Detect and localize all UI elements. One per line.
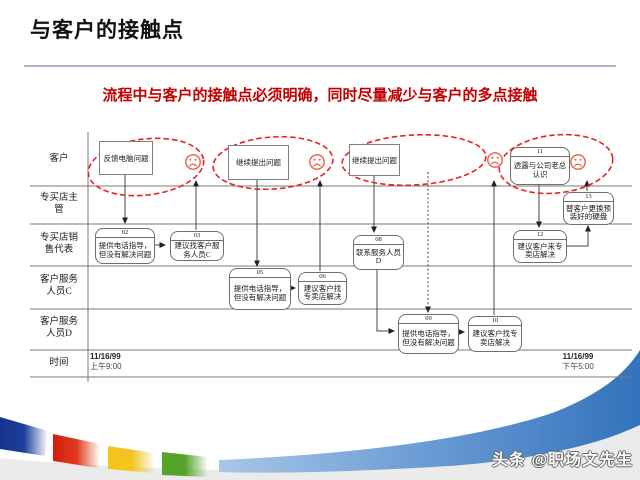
watermark: 头条 @职场文先生	[492, 452, 634, 469]
decor-bar-yellow	[108, 446, 155, 473]
process-box-feedback-computer-problem: 反馈电脑问题	[99, 141, 153, 175]
process-box-number: 09	[399, 315, 458, 324]
decor-bar-red	[53, 434, 100, 468]
process-box-number: 05	[230, 269, 290, 278]
process-box-number: 11	[511, 148, 569, 157]
process-box-06: 06 建议客户找专卖店解决	[298, 272, 347, 305]
sad-face-icon	[185, 154, 201, 170]
process-box-12: 12 建议客户来专卖店解决	[513, 230, 567, 263]
process-box-label: 替客户更换预装好的硬盘	[566, 203, 611, 221]
process-box-label: 建议客户来专卖店解决	[517, 241, 563, 259]
footer-gray-area	[0, 425, 640, 480]
lane-label-store-sales-rep: 专买店销售代表	[39, 233, 78, 255]
process-box-label: 联系服务人员D	[356, 247, 401, 265]
process-box-label: 反馈电脑问题	[103, 153, 149, 163]
process-box-label: 提供电话指导，但没有解决问题	[98, 241, 152, 259]
process-box-label: 建议客户找专卖店解决	[303, 283, 342, 301]
process-box-number: 12	[514, 231, 566, 240]
process-box-05: 05 提供电话指导，但没有解决问题	[229, 268, 291, 310]
process-box-label: 透露与公司老总认识	[513, 161, 567, 179]
time-start-clock: 上午9:00	[90, 362, 122, 371]
process-box-number: 02	[96, 229, 154, 238]
time-start: 11/16/99 上午9:00	[90, 352, 122, 372]
title-divider	[24, 65, 616, 67]
process-box-label: 建议客户找专卖店解决	[472, 329, 518, 347]
sad-face-icon	[309, 154, 325, 170]
sad-face-icon	[487, 152, 503, 168]
process-box-continue-raising-problem-1: 继续提出问题	[228, 145, 289, 180]
process-box-label: 建议找客户服务人员C	[174, 241, 220, 259]
process-box-10: 10 建议客户找专卖店解决	[468, 316, 522, 352]
lane-label-customer: 客户	[49, 154, 69, 164]
decor-bar-navy	[0, 417, 48, 456]
process-box-label: 提供电话指导，但没有解决问题	[233, 284, 287, 302]
process-box-number: 08	[354, 236, 403, 245]
subtitle: 流程中与客户的接触点必须明确，同时尽量减少与客户的多点接触	[102, 87, 538, 104]
lane-label-time: 时间	[49, 358, 69, 368]
process-box-label: 继续提出问题	[236, 158, 281, 167]
process-box-13: 13 替客户更换预装好的硬盘	[563, 192, 614, 225]
time-end-date: 11/16/99	[562, 352, 594, 361]
decor-bar-green	[162, 452, 208, 477]
sad-face-icon	[570, 154, 586, 170]
time-end: 11/16/99 下午5:00	[552, 352, 604, 372]
process-box-08: 08 联系服务人员D	[353, 235, 404, 270]
process-box-number: 10	[469, 317, 521, 326]
process-box-continue-raising-problem-2: 继续提出问题	[349, 144, 400, 176]
time-start-date: 11/16/99	[90, 352, 121, 361]
process-box-number: 13	[564, 193, 613, 202]
process-box-02: 02 提供电话指导，但没有解决问题	[95, 228, 155, 264]
time-end-clock: 下午5:00	[562, 362, 594, 371]
process-box-number: 03	[171, 232, 223, 241]
lane-label-service-person-c: 客户服务人员C	[39, 275, 78, 297]
footer-blue-swoosh	[219, 350, 640, 473]
process-box-11: 11 透露与公司老总认识	[510, 147, 570, 185]
page-title: 与客户的接触点	[30, 19, 184, 42]
lane-label-store-manager: 专买店主管	[39, 193, 78, 215]
process-box-label: 继续提出问题	[352, 155, 397, 165]
process-box-03: 03 建议找客户服务人员C	[170, 231, 224, 261]
lane-label-service-person-d: 客户服务人员D	[39, 317, 78, 339]
footer-decoration	[0, 350, 640, 480]
process-box-09: 09 提供电话指导，但没有解决问题	[398, 314, 459, 354]
process-box-number: 06	[299, 273, 346, 282]
process-box-label: 提供电话指导，但没有解决问题	[402, 329, 455, 347]
